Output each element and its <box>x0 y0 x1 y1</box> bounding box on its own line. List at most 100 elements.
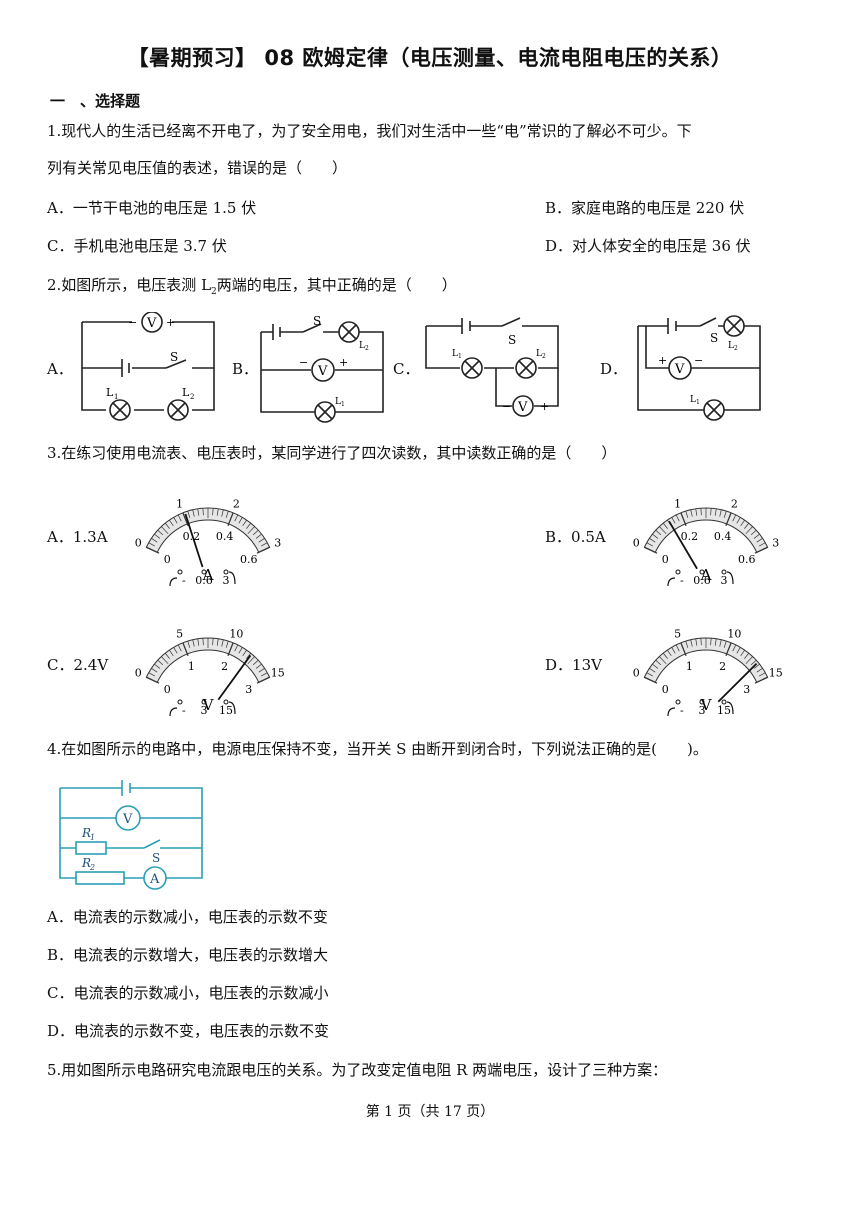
dial-tick <box>173 647 178 654</box>
terminal-wire-high <box>228 571 236 585</box>
terminal-wire-high <box>726 571 734 585</box>
dial-tick <box>252 529 259 536</box>
dial-bottom-tick-label: 0 <box>164 683 171 696</box>
dial-tick <box>700 508 702 516</box>
dial-tick <box>685 640 689 648</box>
dial-tick <box>753 533 760 539</box>
dial-tick <box>710 638 712 646</box>
q2-stem-pre: 2.如图所示，电压表测 L <box>47 276 212 294</box>
dial-tick <box>700 638 702 646</box>
dial-tick <box>744 652 750 659</box>
terminal-high <box>223 569 229 575</box>
dial-tick <box>252 659 259 666</box>
q2a-l2-label: L <box>182 386 190 399</box>
svg-text:+: + <box>540 400 549 413</box>
terminal-neg <box>675 569 681 575</box>
dial-tick <box>740 649 745 657</box>
terminal-label-high: 3 <box>721 574 728 587</box>
dial-top-tick-label: 0 <box>633 666 640 679</box>
dial-tick <box>151 668 158 673</box>
dial-needle <box>184 513 204 568</box>
terminal-label-neg: - <box>182 704 186 717</box>
q2-circuit-b: S L 2 V −+ L 1 <box>260 314 384 423</box>
terminal-label-mid: 0.6 <box>693 574 711 587</box>
dial-tick <box>649 538 656 543</box>
dial-tick <box>723 640 727 648</box>
dial-tick <box>745 656 753 665</box>
dial-tick <box>655 529 662 536</box>
q2a-l2-sub: 2 <box>190 393 194 401</box>
dial-tick <box>680 512 687 527</box>
dial-needle <box>217 654 252 701</box>
dial-tick <box>182 642 189 657</box>
q3-option-a: A．1.3A <box>47 528 108 546</box>
dial-top-tick-label: 5 <box>176 627 183 640</box>
terminal-label-neg: - <box>680 704 684 717</box>
dial-tick <box>685 510 689 518</box>
dial-bottom-tick-label: 2 <box>221 660 228 673</box>
dial-tick <box>255 663 262 669</box>
dial-bottom-tick-label: 3 <box>245 683 252 696</box>
dial-tick <box>652 533 659 539</box>
dial-tick <box>754 676 768 684</box>
terminal-high <box>721 569 727 575</box>
dial-top-tick-label: 0 <box>633 536 640 549</box>
dial-tick <box>151 538 158 543</box>
terminal-neg <box>177 699 183 705</box>
dial-bottom-tick-label: 1 <box>188 660 195 673</box>
q4-r1-sub: 1 <box>90 833 95 842</box>
dial-tick <box>659 526 667 535</box>
q4-r2-sub: 2 <box>89 863 95 872</box>
terminal-wire-neg <box>169 577 178 587</box>
dial-tick <box>671 647 676 654</box>
q3-option-d: D．13V <box>545 656 602 674</box>
dial-tick <box>750 659 757 666</box>
terminal-label-high: 15 <box>219 704 233 717</box>
dial-bottom-tick-label: 0 <box>662 683 669 696</box>
q2b-v-label: V <box>317 364 328 379</box>
q2-label-b: B． <box>232 360 259 378</box>
dial-tick <box>227 512 234 527</box>
dial-tick <box>261 542 268 547</box>
dial-tick <box>714 508 717 516</box>
dial-tick <box>256 676 270 684</box>
dial-tick <box>714 638 717 646</box>
q2b-switch-label: S <box>313 314 321 328</box>
q4-stem: 4.在如图所示的电路中，电源电压保持不变，当开关 S 由断开到闭合时，下列说法正… <box>47 740 708 758</box>
dial-tick <box>662 522 668 529</box>
dial-tick <box>169 649 174 657</box>
dial-tick <box>177 514 182 522</box>
q2-circuit-d: S L 2 V +− L 1 <box>637 315 761 421</box>
terminal-label-high: 3 <box>223 574 230 587</box>
dial-bottom-tick-label: 0.6 <box>738 553 756 566</box>
q4-v-label: V <box>122 812 133 827</box>
dial-tick <box>744 522 750 529</box>
dial-tick <box>644 676 658 684</box>
terminal-label-mid: 3 <box>201 704 208 717</box>
dial-tick <box>659 656 667 665</box>
dial-band <box>145 507 271 553</box>
terminal-mid <box>699 699 705 705</box>
q2-stem-post: 两端的电压，其中正确的是（ ） <box>216 276 457 294</box>
dial-needle <box>668 520 698 570</box>
dial-tick <box>732 644 737 652</box>
dial-tick <box>157 659 164 666</box>
dial-tick <box>216 508 219 516</box>
svg-text:−: − <box>128 316 137 329</box>
dial-tick <box>255 533 262 539</box>
dial-top-tick-label: 1 <box>674 497 681 510</box>
svg-text:−: − <box>502 400 511 413</box>
dial-tick <box>745 526 753 535</box>
dial-tick <box>164 652 170 659</box>
dial-tick <box>646 672 653 677</box>
terminal-label-high: 15 <box>717 704 731 717</box>
q2a-l1-sub: 1 <box>114 393 118 401</box>
q1-option-c: C．手机电池电压是 3.7 伏 <box>47 237 227 255</box>
dial-tick <box>750 529 757 536</box>
dial-tick <box>157 529 164 536</box>
q2b-l1-sub: 1 <box>341 401 345 408</box>
q2b-l1-label: L <box>335 397 341 407</box>
dial-top-tick-label: 1 <box>176 497 183 510</box>
dial-tick <box>261 672 268 677</box>
dial-bottom-tick-label: 0.4 <box>216 530 234 543</box>
